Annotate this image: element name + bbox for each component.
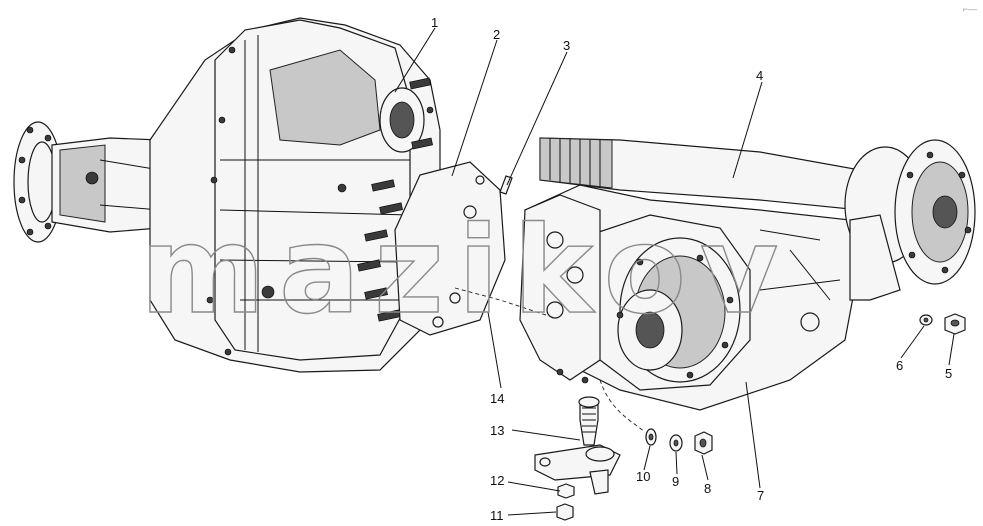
sensor-bracket-13 (534, 396, 621, 495)
output-flange (844, 139, 976, 301)
watermark: mazikov (140, 202, 792, 341)
left-flange (13, 121, 161, 243)
callout-14: 14 (490, 391, 504, 406)
washer-6 (919, 314, 933, 326)
callout-11: 11 (490, 508, 504, 523)
callout-12: 12 (490, 473, 504, 488)
nut-8 (694, 431, 713, 455)
callout-8: 8 (704, 481, 711, 496)
callout-10: 10 (636, 469, 650, 484)
callout-labels: 1 2 3 4 5 6 7 8 9 10 11 12 13 14 (431, 15, 952, 523)
callout-13: 13 (490, 423, 504, 438)
washer-10 (645, 428, 657, 446)
leader-lines (394, 27, 955, 516)
nut-5 (944, 313, 966, 335)
callout-9: 9 (672, 474, 679, 489)
nut-11 (556, 503, 574, 521)
callout-4: 4 (756, 68, 763, 83)
corner-mark: ⌐— (962, 4, 977, 14)
axle-housing (524, 184, 861, 411)
callout-3: 3 (563, 38, 570, 53)
callout-7: 7 (757, 488, 764, 503)
callout-6: 6 (896, 358, 903, 373)
gasket (394, 161, 506, 336)
left-side-boss (519, 194, 601, 384)
drive-shaft (539, 137, 861, 211)
callout-1: 1 (431, 15, 438, 30)
callout-5: 5 (945, 366, 952, 381)
assembly-path-sensor (599, 379, 646, 433)
nut-12 (557, 483, 575, 499)
callout-2: 2 (493, 27, 500, 42)
assembly-path-studs (454, 287, 556, 319)
transfer-case-housing (149, 17, 441, 373)
washer-9 (669, 434, 683, 452)
